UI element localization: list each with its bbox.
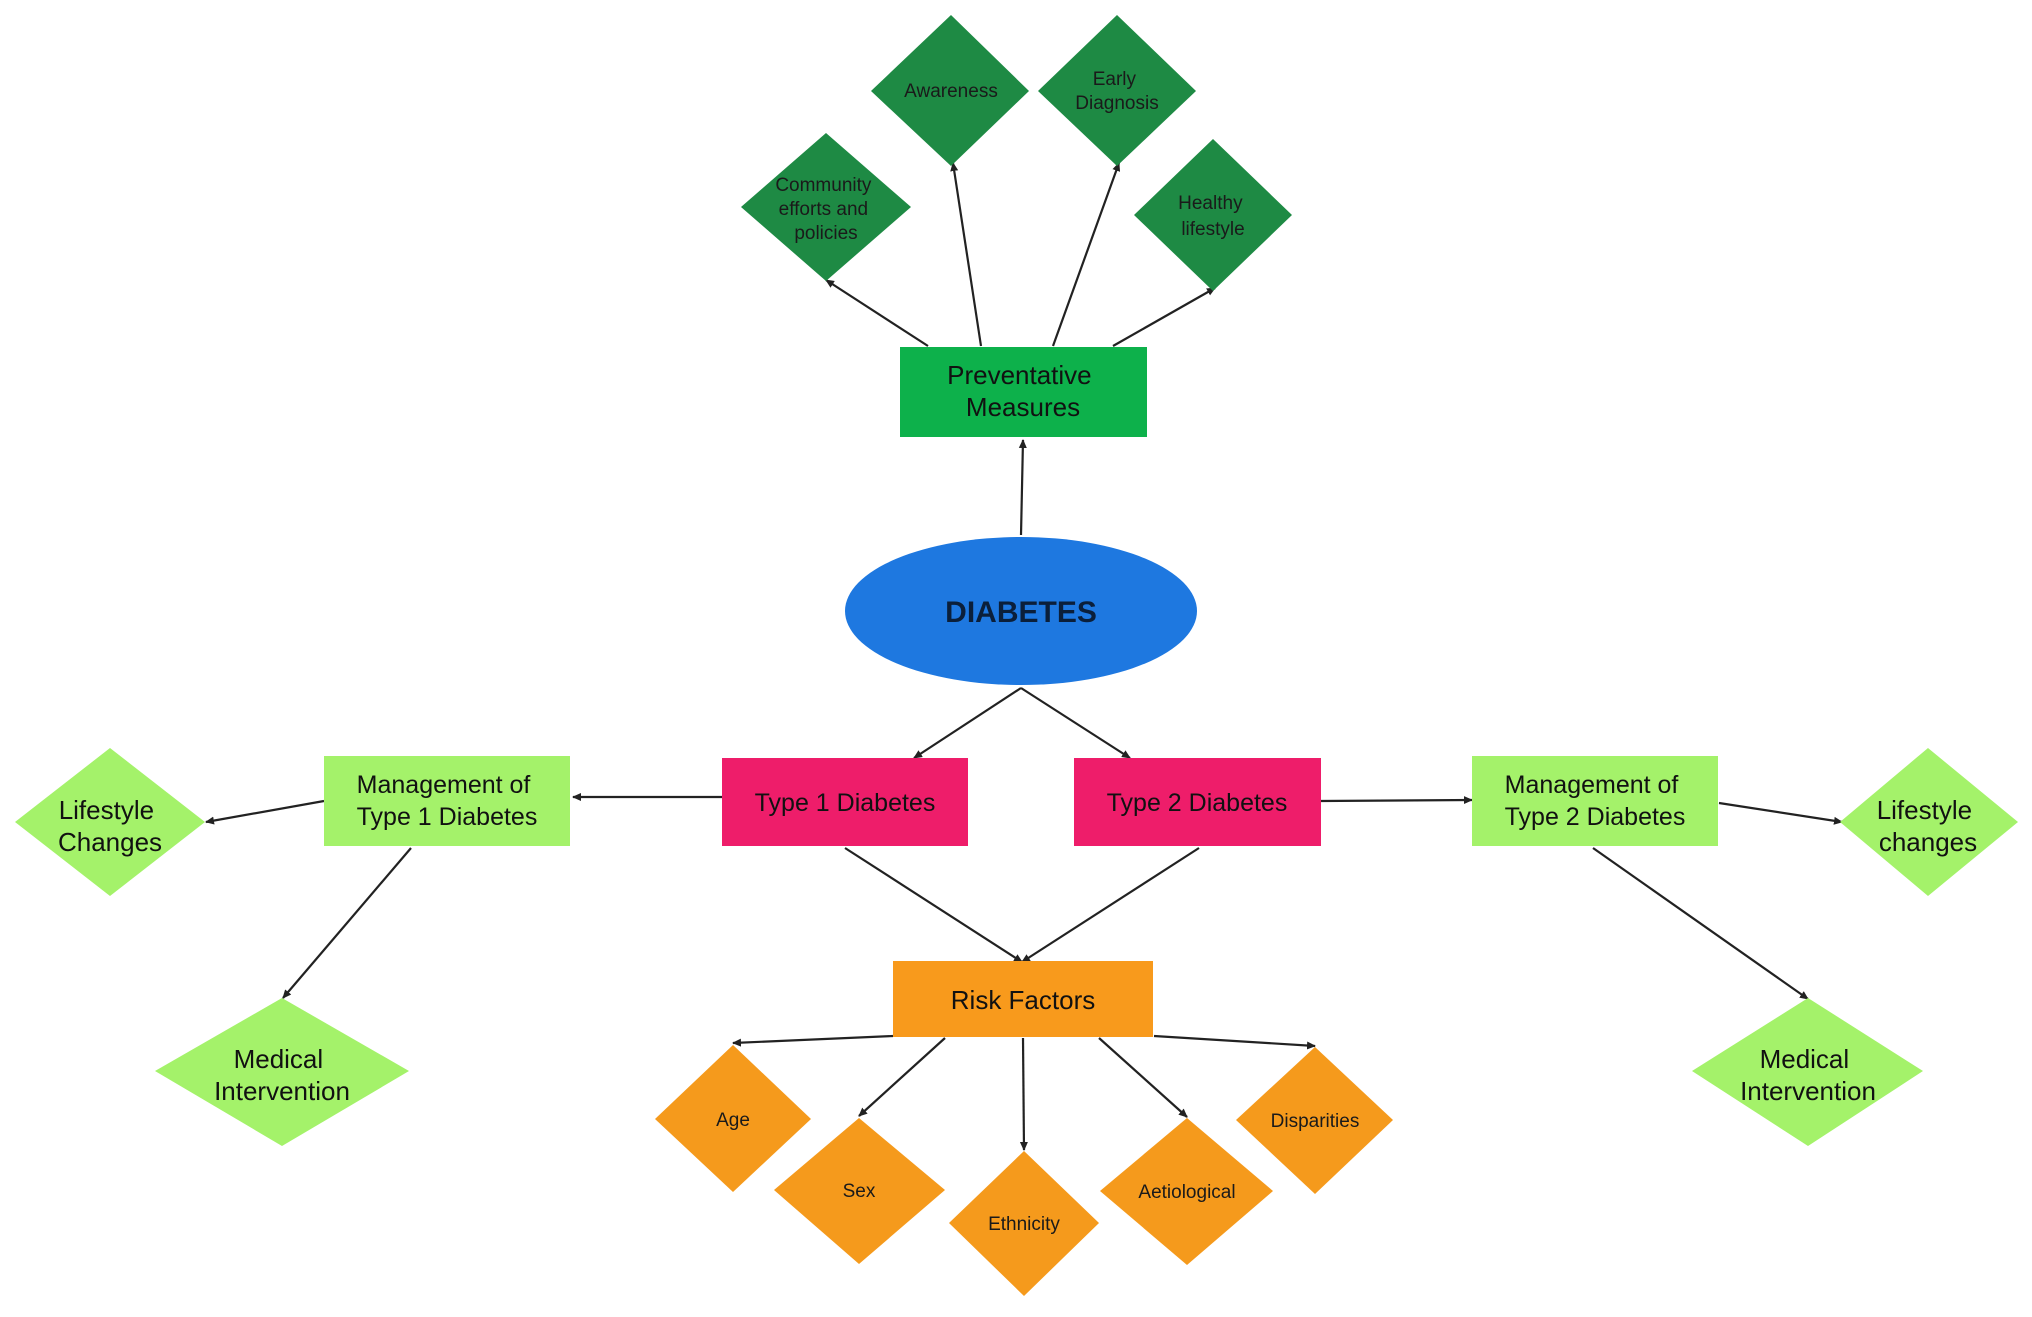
management-type1-label: Management of Type 1 Diabetes xyxy=(357,771,538,831)
management-type1-node[interactable]: Management of Type 1 Diabetes xyxy=(324,756,570,846)
early-diagnosis-diamond xyxy=(1038,15,1196,166)
diabetes-label: DIABETES xyxy=(945,596,1097,629)
healthy-lifestyle-label: Healthy lifestyle xyxy=(1178,193,1248,240)
arrow-prevention-to-awareness xyxy=(950,162,983,347)
arrow-diabetes-to-prevention xyxy=(1018,439,1027,536)
ethnicity-label: Ethnicity xyxy=(988,1214,1060,1235)
sex-node[interactable]: Sex xyxy=(774,1118,945,1264)
type2-diabetes-box xyxy=(1074,758,1321,846)
aetiological-diamond xyxy=(1100,1118,1273,1265)
preventative-measures-node[interactable]: Preventative Measures xyxy=(900,347,1147,437)
arrow-prevention-to-early-diagnosis xyxy=(1051,162,1121,347)
early-diagnosis-label: Early Diagnosis xyxy=(1075,69,1158,114)
management-type2-label: Management of Type 2 Diabetes xyxy=(1505,771,1686,831)
disparities-label: Disparities xyxy=(1271,1111,1360,1132)
early-diagnosis-node[interactable]: Early Diagnosis xyxy=(1038,15,1196,166)
type1-diabetes-node[interactable]: Type 1 Diabetes xyxy=(722,758,968,846)
arrow-risk-to-ethnicity xyxy=(1019,1037,1028,1151)
risk-factors-node[interactable]: Risk Factors xyxy=(893,961,1153,1037)
connectors xyxy=(205,162,1843,1151)
diabetes-ellipse xyxy=(845,537,1197,685)
awareness-node[interactable]: Awareness xyxy=(871,15,1029,166)
arrow-risk-to-aetiological xyxy=(1098,1037,1188,1118)
age-node[interactable]: Age xyxy=(655,1045,811,1192)
community-efforts-node[interactable]: Community efforts and policies xyxy=(741,133,911,281)
arrow-management2-to-lifestyle xyxy=(1718,801,1843,825)
sex-diamond xyxy=(774,1118,945,1264)
healthy-lifestyle-node[interactable]: Healthy lifestyle xyxy=(1134,139,1292,291)
arrow-prevention-to-community xyxy=(825,279,929,347)
arrow-management2-to-medical xyxy=(1592,847,1809,1000)
management-type2-box xyxy=(1472,756,1718,846)
arrow-type2-to-management2 xyxy=(1320,796,1473,805)
arrow-prevention-to-healthy-lifestyle xyxy=(1112,287,1216,347)
arrow-diabetes-to-type1 xyxy=(913,687,1022,759)
ethnicity-node[interactable]: Ethnicity xyxy=(949,1151,1099,1296)
lifestyle-changes-2-diamond xyxy=(1840,748,2018,896)
medical-intervention-2-label: Medical Intervention xyxy=(1740,1044,1876,1106)
arrow-type1-to-risk xyxy=(844,847,1023,963)
arrow-type2-to-risk xyxy=(1021,847,1200,963)
medical-intervention-2-node[interactable]: Medical Intervention xyxy=(1692,998,1923,1146)
preventative-measures-label: Preventative Measures xyxy=(947,360,1099,422)
medical-intervention-2-diamond xyxy=(1692,998,1923,1146)
community-efforts-label: Community efforts and policies xyxy=(775,175,876,244)
arrow-risk-to-disparities xyxy=(1153,1034,1316,1050)
medical-intervention-1-diamond xyxy=(155,998,409,1146)
lifestyle-changes-1-node[interactable]: Lifestyle Changes xyxy=(15,748,205,896)
disparities-node[interactable]: Disparities xyxy=(1236,1047,1393,1194)
type2-diabetes-node[interactable]: Type 2 Diabetes xyxy=(1074,758,1321,846)
aetiological-label: Aetiological xyxy=(1138,1182,1235,1203)
type1-diabetes-box xyxy=(722,758,968,846)
awareness-label: Awareness xyxy=(904,81,998,102)
arrow-risk-to-age xyxy=(732,1034,894,1047)
arrow-management1-to-lifestyle xyxy=(205,799,325,825)
sex-label: Sex xyxy=(843,1181,876,1202)
lifestyle-changes-2-node[interactable]: Lifestyle changes xyxy=(1840,748,2018,896)
arrow-risk-to-sex xyxy=(858,1037,946,1117)
healthy-lifestyle-diamond xyxy=(1134,139,1292,291)
aetiological-node[interactable]: Aetiological xyxy=(1100,1118,1273,1265)
awareness-diamond xyxy=(871,15,1029,166)
lifestyle-changes-1-diamond xyxy=(15,748,205,896)
age-diamond xyxy=(655,1045,811,1192)
medical-intervention-1-label: Medical Intervention xyxy=(214,1044,350,1106)
lifestyle-changes-1-label: Lifestyle Changes xyxy=(58,795,162,857)
risk-factors-box xyxy=(893,961,1153,1037)
disparities-diamond xyxy=(1236,1047,1393,1194)
diabetes-central-node[interactable]: DIABETES xyxy=(845,537,1197,685)
management-type2-node[interactable]: Management of Type 2 Diabetes xyxy=(1472,756,1718,846)
type2-diabetes-label: Type 2 Diabetes xyxy=(1107,789,1288,817)
age-label: Age xyxy=(716,1110,750,1131)
ethnicity-diamond xyxy=(949,1151,1099,1296)
type1-diabetes-label: Type 1 Diabetes xyxy=(755,789,936,817)
arrow-management1-to-medical xyxy=(282,847,412,999)
management-type1-box xyxy=(324,756,570,846)
risk-factors-label: Risk Factors xyxy=(951,985,1095,1015)
community-efforts-diamond xyxy=(741,133,911,281)
medical-intervention-1-node[interactable]: Medical Intervention xyxy=(155,998,409,1146)
arrow-diabetes-to-type2 xyxy=(1020,687,1131,759)
lifestyle-changes-2-label: Lifestyle changes xyxy=(1877,795,1980,857)
preventative-measures-box xyxy=(900,347,1147,437)
